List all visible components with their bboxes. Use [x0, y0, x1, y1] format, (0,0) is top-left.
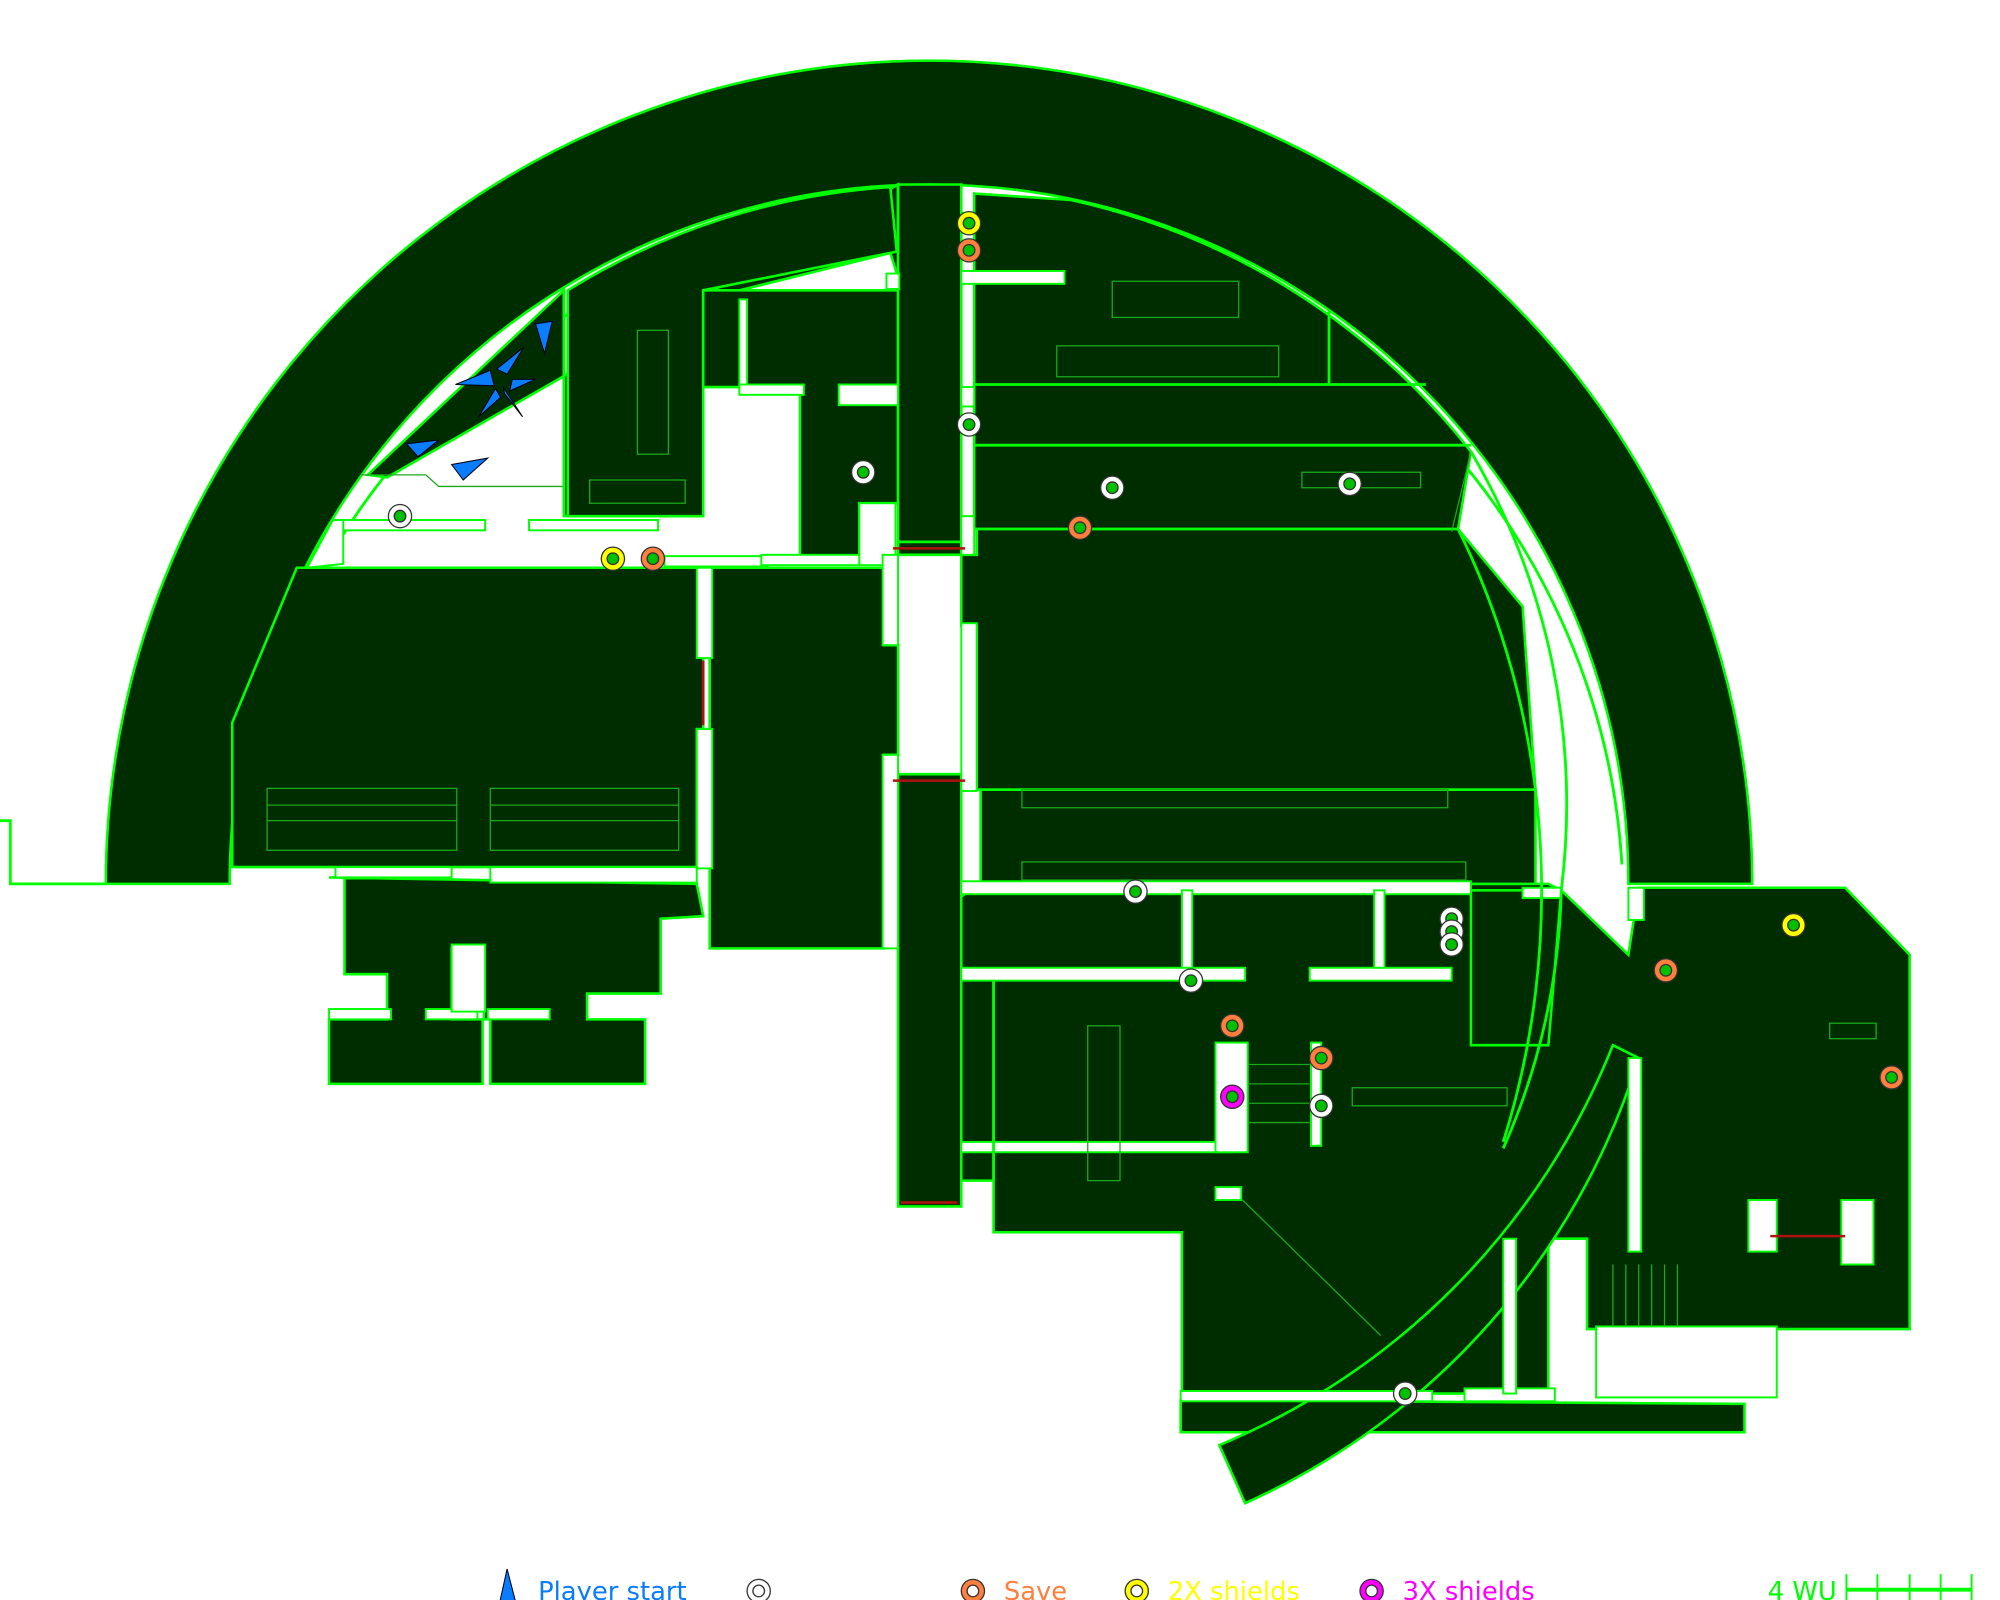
- item-markers: [387, 210, 1904, 1406]
- legend-3x-shields: 3X shields: [1403, 1577, 1535, 1600]
- marker-center: [962, 418, 976, 431]
- interior-floor: [230, 182, 1911, 1505]
- scale-bar: [1845, 1574, 1973, 1600]
- player-start-icon: [534, 320, 553, 356]
- player-start-icon: [502, 386, 524, 418]
- marker-center: [1225, 1090, 1239, 1104]
- player-start-icon: [495, 346, 525, 375]
- marker-center: [962, 243, 976, 257]
- marker-center: [1105, 481, 1119, 495]
- marker-center: [1129, 885, 1142, 899]
- player-start-icon: [478, 387, 502, 418]
- marker-center: [1445, 938, 1459, 951]
- marker-center: [1225, 1019, 1239, 1033]
- player-start-icon: [508, 378, 536, 392]
- marker-center: [393, 509, 407, 523]
- marker-center: [606, 552, 620, 566]
- marker-center: [1885, 1070, 1899, 1084]
- scale-label: 4 WU: [1768, 1577, 1837, 1600]
- doors: [701, 547, 1846, 1238]
- legend-save: Save: [1004, 1577, 1067, 1600]
- player-start-icon: [455, 369, 495, 387]
- player-starts: [405, 320, 553, 481]
- player-start-icon: [450, 457, 490, 481]
- detail-walls: [266, 184, 1877, 1336]
- marker-center: [1184, 974, 1198, 988]
- player-start-triangle-icon: [499, 1568, 516, 1600]
- legend-player-start: Player start: [538, 1577, 687, 1600]
- marker-center: [646, 552, 660, 566]
- corridors: [305, 270, 1875, 1403]
- marker-center: [1314, 1051, 1328, 1065]
- marker-center: [1787, 918, 1800, 932]
- legend: Player start Save 2X shields 3X shields …: [499, 1568, 1973, 1600]
- marker-center: [856, 465, 870, 479]
- marker-center: [962, 216, 976, 230]
- legend-2x-shields: 2X shields: [1168, 1577, 1300, 1600]
- player-start-icon: [405, 439, 441, 458]
- marker-center: [1073, 521, 1087, 535]
- marker-center: [1314, 1099, 1328, 1113]
- marker-center: [1343, 477, 1357, 491]
- marker-center: [1659, 963, 1673, 977]
- marker-center: [1398, 1387, 1412, 1400]
